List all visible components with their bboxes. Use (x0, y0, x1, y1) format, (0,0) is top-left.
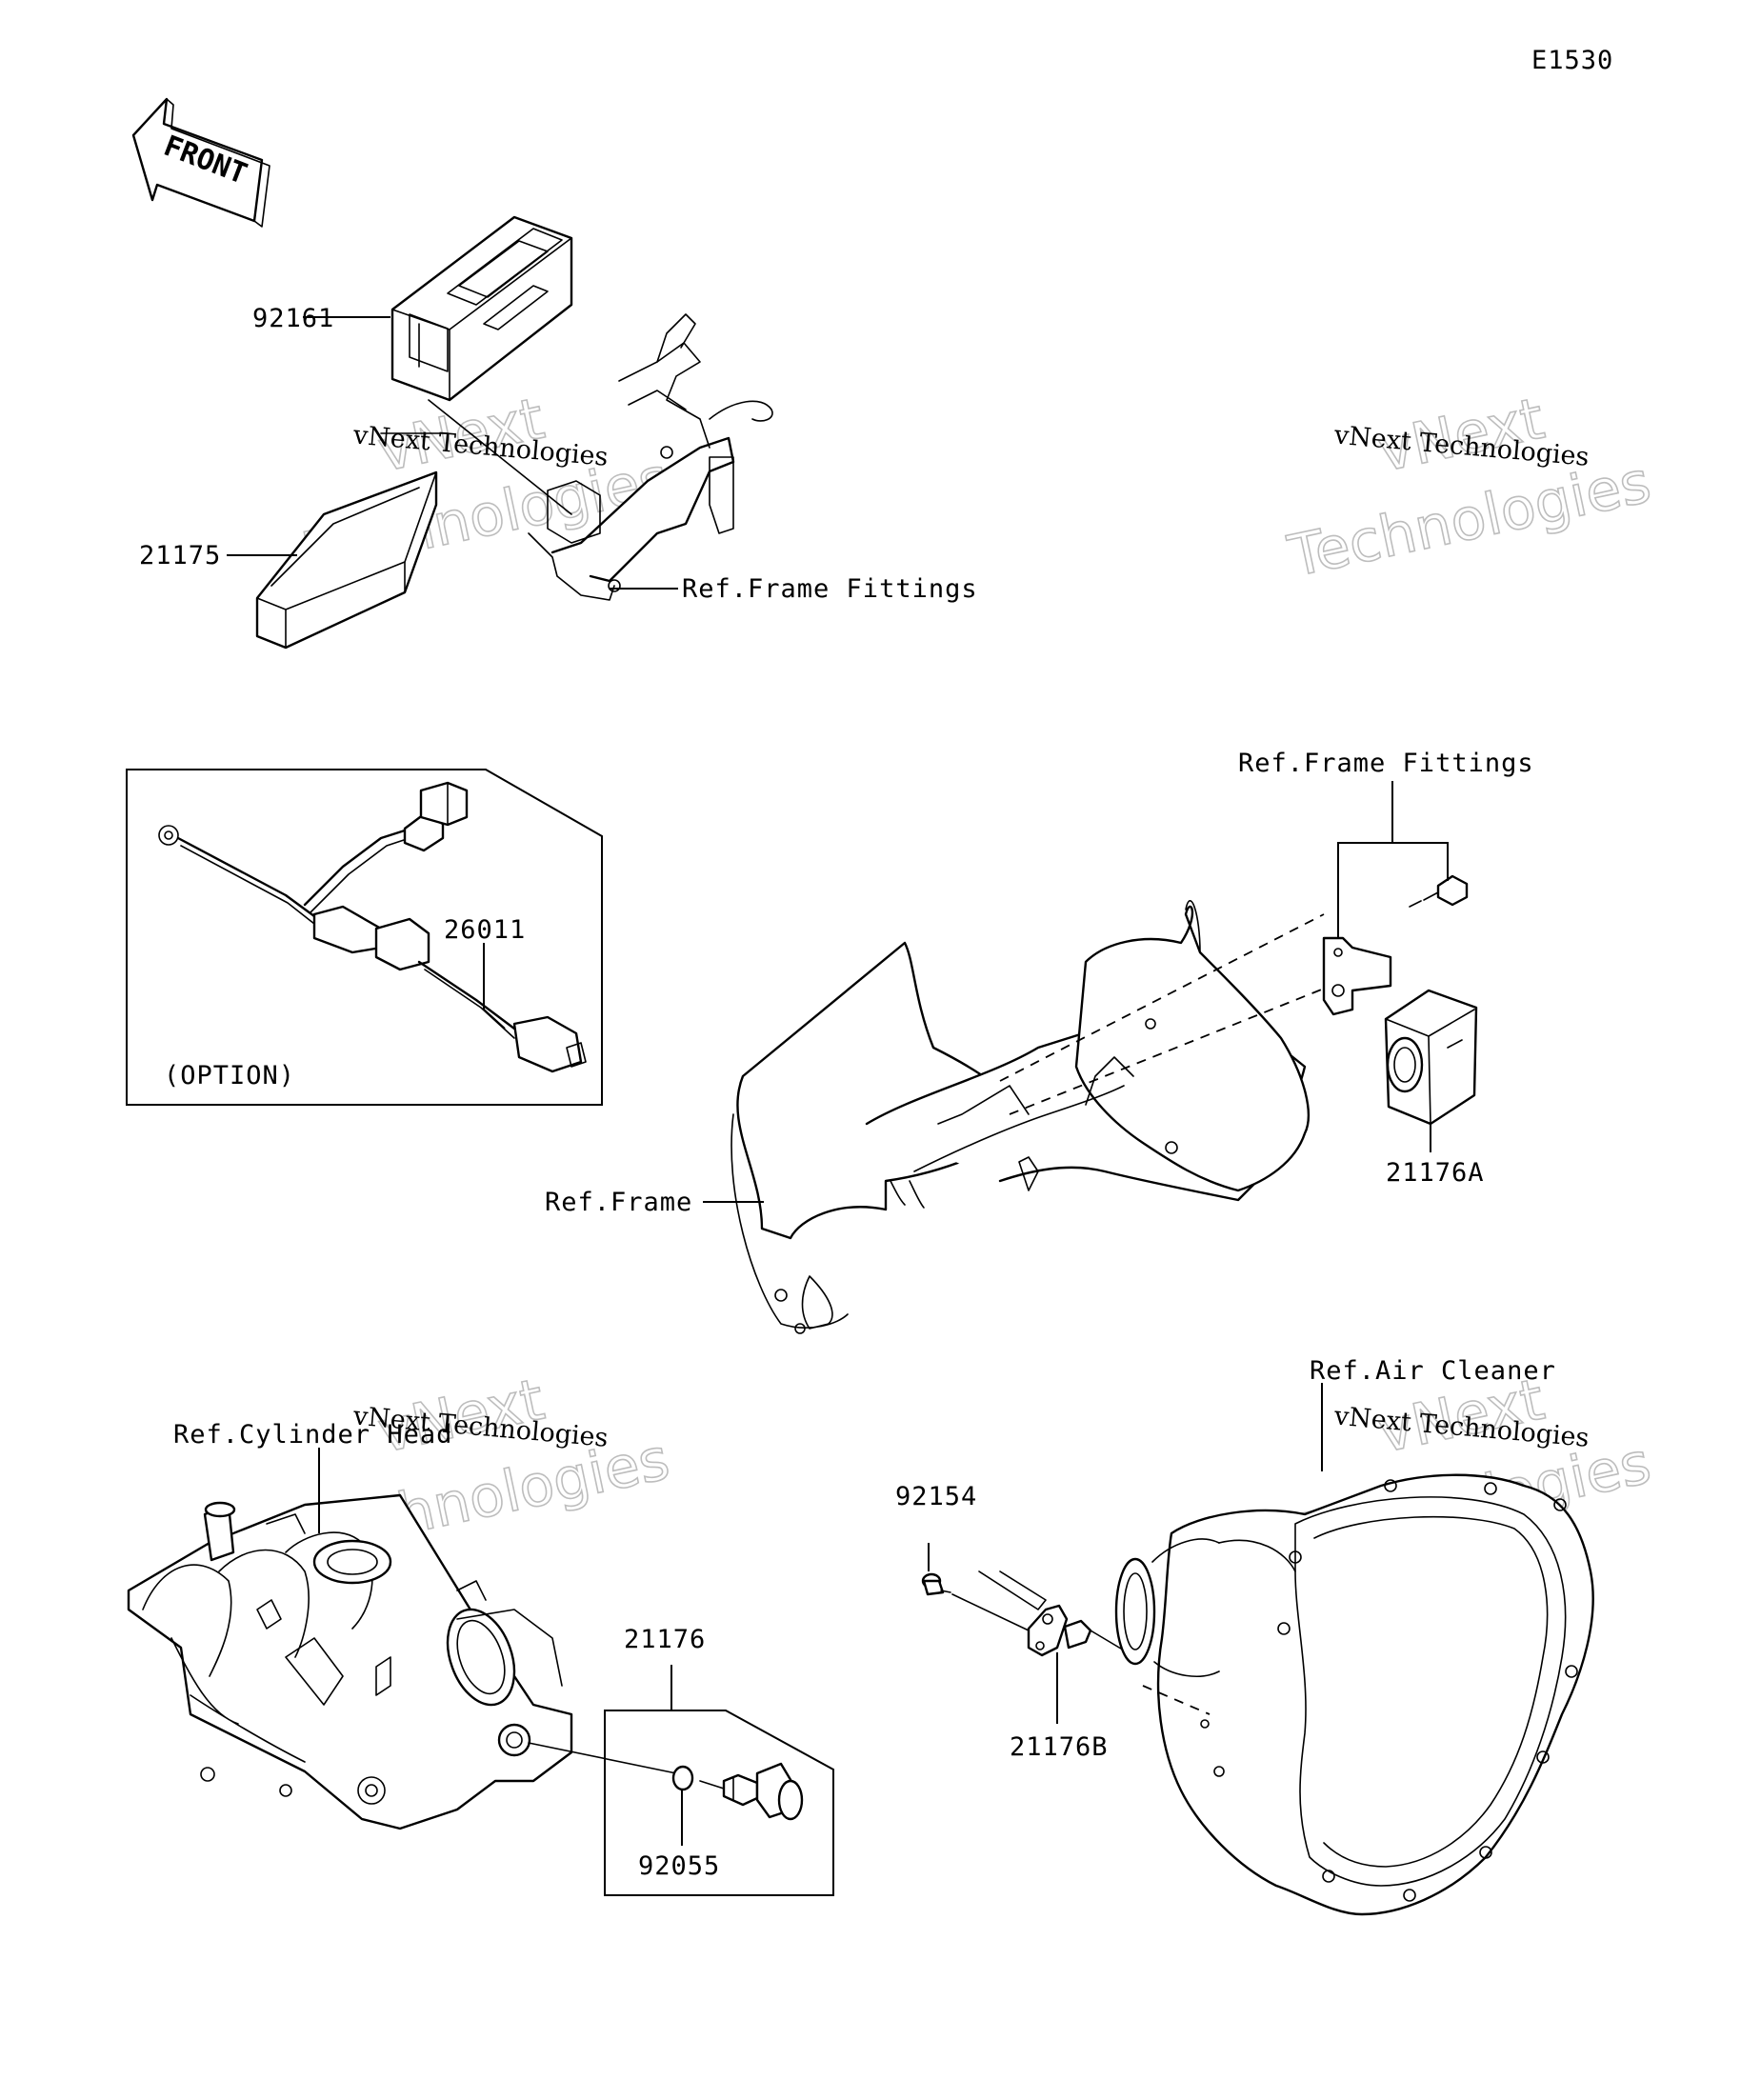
sensor-21176 (722, 1762, 804, 1821)
front-arrow-icon: FRONT (131, 97, 270, 228)
sensor-install-line (528, 1742, 677, 1774)
sensor-box (604, 1710, 834, 1896)
label-ref-cylinder-head: Ref.Cylinder Head (173, 1420, 452, 1450)
ecu-cover-21175 (255, 470, 438, 650)
ecu-module-92161 (390, 215, 573, 402)
label-92055: 92055 (638, 1851, 720, 1881)
leader-ref-frame-fittings-right (1337, 842, 1449, 938)
frame-section (730, 900, 1391, 1334)
wiring-harness-26011 (158, 781, 587, 1073)
screw-install-line-2 (978, 1570, 1047, 1610)
sensor-install-line-2 (699, 1780, 725, 1790)
label-92161: 92161 (252, 304, 334, 333)
cylinder-head (127, 1493, 573, 1830)
watermark-text: Technologies (1283, 449, 1657, 590)
relay-21176A (1384, 989, 1478, 1126)
screw-install-line (951, 1593, 1030, 1631)
diagram-code: E1530 (1531, 46, 1613, 75)
leader-26011 (483, 943, 506, 1030)
label-21176: 21176 (624, 1625, 706, 1654)
label-option: (OPTION) (164, 1061, 295, 1090)
option-box (126, 769, 603, 1106)
relay-bracket (1322, 874, 1469, 1016)
label-ref-frame-fittings-top: Ref.Frame Fittings (682, 574, 978, 604)
air-cleaner-housing (1114, 1473, 1594, 1916)
screw-92154 (921, 1572, 951, 1596)
watermark-top-right: vNext Technologies vNext Technologies (1282, 385, 1657, 591)
label-ref-air-cleaner: Ref.Air Cleaner (1310, 1356, 1556, 1386)
label-21176A: 21176A (1386, 1158, 1485, 1188)
label-26011: 26011 (444, 915, 526, 945)
label-21175: 21175 (139, 541, 221, 570)
o-ring-92055 (671, 1765, 694, 1791)
label-ref-frame: Ref.Frame (545, 1188, 692, 1217)
label-ref-frame-fittings-right: Ref.Frame Fittings (1238, 749, 1534, 778)
label-92154: 92154 (895, 1482, 977, 1511)
label-21176B: 21176B (1010, 1732, 1109, 1762)
ecu-bracket (528, 313, 773, 601)
